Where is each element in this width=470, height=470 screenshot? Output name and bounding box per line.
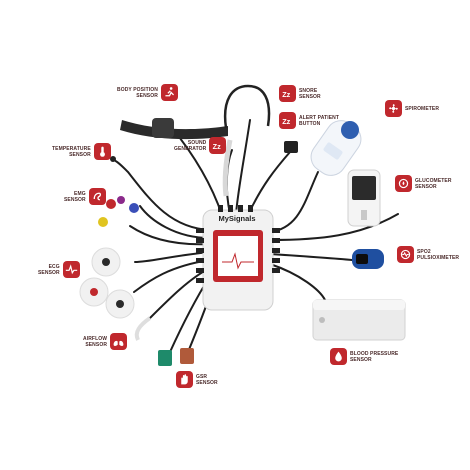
cable-glucometer: [269, 213, 399, 241]
cable-snore: [235, 119, 251, 215]
snore-icon: Zz: [279, 85, 296, 102]
svg-text:Zz: Zz: [282, 117, 290, 126]
cable-temperature: [113, 159, 211, 231]
emg-icon: [88, 188, 106, 205]
snore-headset: [223, 84, 271, 129]
temperature-probe: [110, 156, 116, 162]
gsr-electrode-2: [180, 348, 194, 364]
cable-spo2: [269, 253, 353, 261]
emg-electrode-blue: [129, 203, 139, 213]
cable-emg: [139, 205, 211, 239]
svg-text:Zz: Zz: [213, 142, 221, 151]
emg-electrode-purple: [117, 196, 125, 204]
pulse-oximeter-icon: [397, 246, 414, 263]
airflow-tube: [134, 316, 152, 341]
sound-icon: Zz: [209, 137, 227, 154]
lungs-icon: [110, 333, 128, 350]
spirometer-icon: [385, 100, 402, 117]
body-position-sensor: [152, 118, 174, 138]
body-position-icon: [160, 84, 178, 101]
label-spirometer: SPIROMETER: [385, 100, 439, 117]
alert-button-device: [284, 141, 298, 153]
mysignals-screen: [218, 236, 258, 276]
gsr-electrode-1: [158, 350, 172, 366]
gsr-icon: [176, 371, 193, 388]
device-brand-label: MySignals: [218, 214, 256, 223]
ecg-icon: [62, 261, 80, 278]
cable-emg-2: [129, 225, 211, 246]
cable-spirometer: [269, 171, 319, 233]
cable-ecg: [134, 251, 211, 263]
glucometer-icon: [395, 175, 412, 192]
sound-tube: [222, 139, 233, 197]
svg-text:Zz: Zz: [282, 90, 290, 99]
emg-electrode-yellow: [98, 217, 108, 227]
thermometer-icon: [93, 143, 111, 160]
blood-pressure-icon: [330, 348, 347, 365]
alert-button-icon: Zz: [279, 112, 296, 129]
cable-ecg-2: [133, 259, 211, 293]
emg-electrode-red: [106, 199, 116, 209]
cable-bp: [269, 263, 326, 301]
cable-alert: [247, 151, 291, 216]
